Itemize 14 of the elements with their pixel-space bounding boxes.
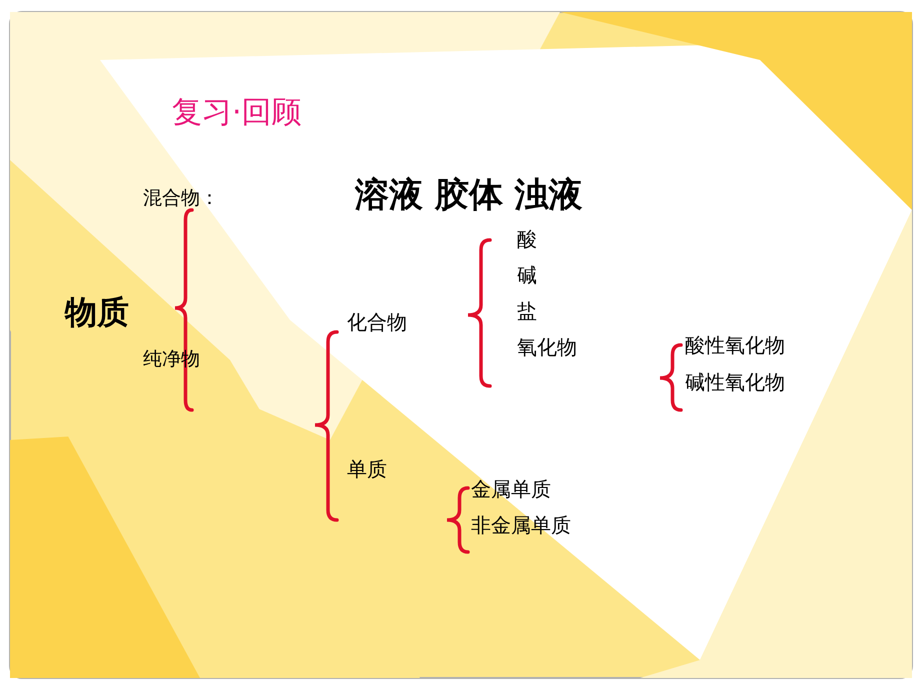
category-label: 溶液 胶体 浊液 [355, 174, 583, 217]
category-label: 金属单质 [471, 476, 551, 503]
slide-title: 复习·回顾 [172, 94, 302, 132]
category-label: 混合物： [143, 186, 219, 211]
category-label: 酸 [517, 226, 537, 253]
category-label: 化合物 [347, 309, 407, 336]
category-label: 盐 [517, 298, 537, 325]
category-label: 碱 [517, 262, 537, 289]
category-label: 氧化物 [517, 334, 577, 361]
category-label: 酸性氧化物 [685, 332, 785, 359]
category-label: 单质 [347, 456, 387, 483]
category-label: 非金属单质 [471, 512, 571, 539]
category-label: 碱性氧化物 [685, 369, 785, 396]
category-label: 物质 [65, 292, 129, 333]
